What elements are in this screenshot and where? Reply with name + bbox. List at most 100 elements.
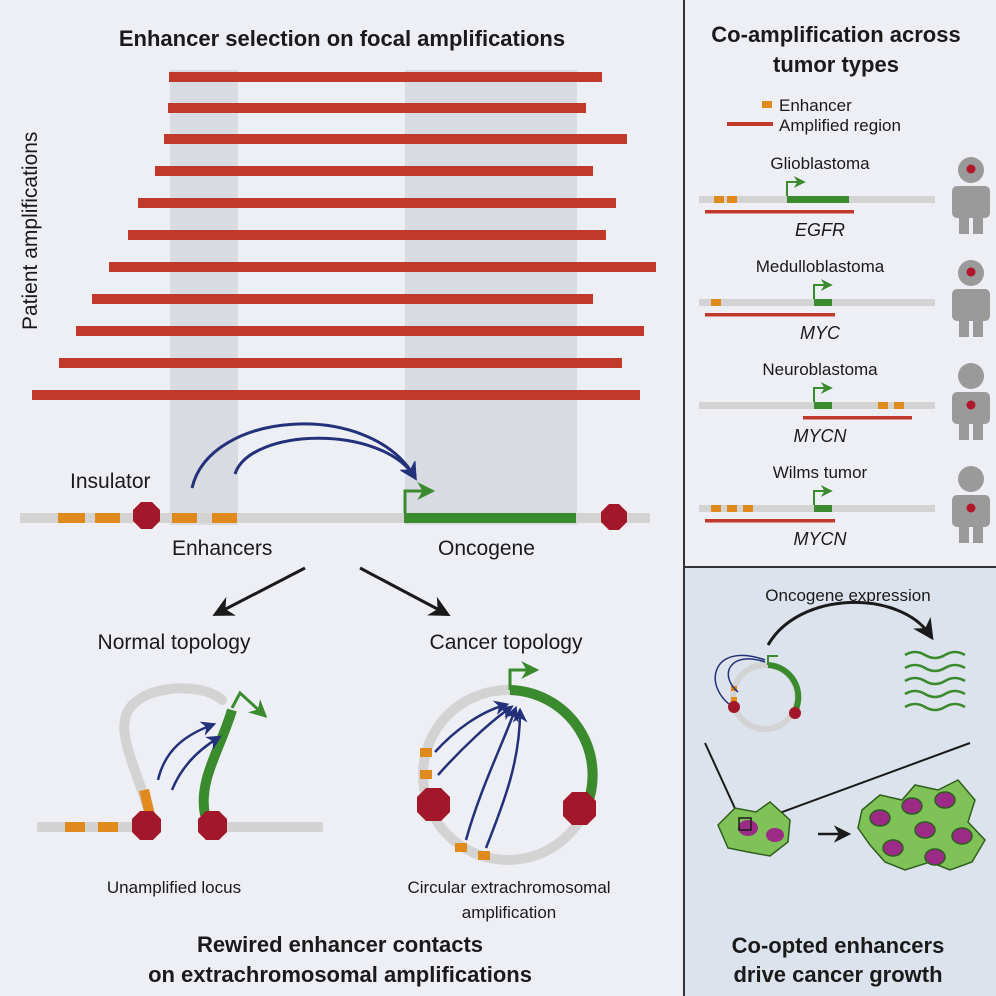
gene-name: EGFR [795, 220, 845, 240]
cell-nucleus [869, 809, 891, 827]
oncogene-label: Oncogene [438, 537, 535, 560]
enhancer-mark [894, 402, 904, 409]
left-title: Enhancer selection on focal amplificatio… [119, 26, 565, 51]
amplification-bar [92, 294, 593, 304]
amplification-bar [32, 390, 640, 400]
amplification-bar [109, 262, 656, 272]
tss-arrow-icon [786, 176, 806, 196]
enhancer-mark [478, 851, 490, 860]
cell-nucleus [766, 828, 784, 842]
cancer-cells-small [717, 801, 791, 857]
right-bottom-title-line2: drive cancer growth [733, 962, 942, 987]
enhancer-contact-arrow [233, 436, 417, 481]
legend-enhancer-swatch [762, 101, 772, 108]
right-title-line2: tumor types [773, 52, 899, 77]
amplified-region-bar [803, 416, 912, 420]
insulator-icon [132, 811, 161, 840]
expression-arrow [766, 600, 934, 646]
insulator-icon [601, 504, 627, 530]
enhancer-mark [58, 513, 85, 523]
tumor-site-marker [966, 164, 976, 174]
enhancers-label: Enhancers [172, 537, 272, 560]
insulator-icon [133, 502, 160, 529]
amplification-bar [128, 230, 606, 240]
gene-name: MYCN [794, 426, 848, 446]
enhancer-mark [420, 770, 432, 779]
amplification-bar [76, 326, 644, 336]
zoom-box [738, 817, 752, 831]
enhancer-mark [727, 505, 737, 512]
right-bottom-panel [685, 568, 996, 996]
enhancer-mark [714, 196, 724, 203]
mini-ecdna [714, 654, 802, 732]
cell-nucleus [951, 827, 973, 845]
tumor-site-marker [966, 503, 976, 513]
tumor-name: Wilms tumor [773, 463, 868, 482]
cancer-branch-arrow [359, 566, 451, 616]
oncogene-body [404, 513, 576, 523]
cell-nucleus [924, 848, 946, 866]
tumor-name: Neuroblastoma [762, 360, 878, 379]
enhancer-mark [743, 505, 753, 512]
enhancer-mark [139, 788, 155, 817]
gene-name: MYCN [794, 529, 848, 549]
amplification-bar [155, 166, 593, 176]
insulator-icon [198, 811, 227, 840]
cell-nucleus [738, 820, 758, 836]
cell-nucleus [914, 821, 936, 839]
amplification-bar [168, 103, 586, 113]
amplification-bar [138, 198, 616, 208]
insulator-icon [728, 701, 740, 713]
bottom-title-line2: on extrachromosomal amplifications [148, 962, 532, 987]
oncogene-body [814, 299, 832, 306]
normal-topology-diagram [37, 683, 323, 840]
chromatin-line [215, 822, 323, 832]
genomic-locus [20, 422, 650, 530]
cancer-cells-large [857, 779, 986, 871]
unamplified-label: Unamplified locus [107, 878, 241, 897]
tss-arrow-icon [767, 655, 778, 665]
tss-arrow-icon [403, 482, 436, 513]
insulator-label: Insulator [70, 470, 151, 493]
tumor-site-marker [966, 267, 976, 277]
zoom-line [754, 742, 971, 823]
enhancer-contact-arrow [464, 705, 519, 841]
y-axis-label: Patient amplifications [19, 132, 42, 330]
cell-nucleus [934, 791, 956, 809]
enhancer-mark [455, 843, 467, 852]
insulator-icon [563, 792, 596, 825]
enhancer-contact-arrow [727, 658, 766, 693]
amplified-region-bar [705, 210, 854, 214]
tumor-name: Medulloblastoma [756, 257, 885, 276]
insulator-icon [417, 788, 450, 821]
circular-label-line1: Circular extrachromosomal [407, 878, 610, 897]
cancer-topology-diagram [417, 661, 598, 865]
enhancer-contact-arrow [714, 654, 766, 711]
tumor-site-marker [966, 400, 976, 410]
enhancer-contact-arrow [437, 705, 514, 776]
legend-amplified: Amplified region [779, 116, 901, 135]
enhancer-mark [95, 513, 120, 523]
insulator-icon [789, 707, 801, 719]
cancer-topology-label: Cancer topology [430, 631, 583, 654]
cell-nucleus [882, 839, 904, 857]
enhancer-mark [212, 513, 237, 523]
tss-arrow-icon [508, 661, 540, 690]
amplification-bar [169, 72, 602, 82]
right-top-panel [685, 0, 996, 567]
legend-amplified-swatch [727, 122, 773, 126]
enhancer-contact-arrow [156, 721, 217, 781]
enhancer-mark [731, 697, 737, 702]
enhancer-contact-arrow [190, 422, 417, 489]
oncogene-body [767, 662, 802, 715]
oncogene-body [509, 685, 598, 813]
enhancer-mark [172, 513, 197, 523]
oncogene-body [814, 505, 832, 512]
